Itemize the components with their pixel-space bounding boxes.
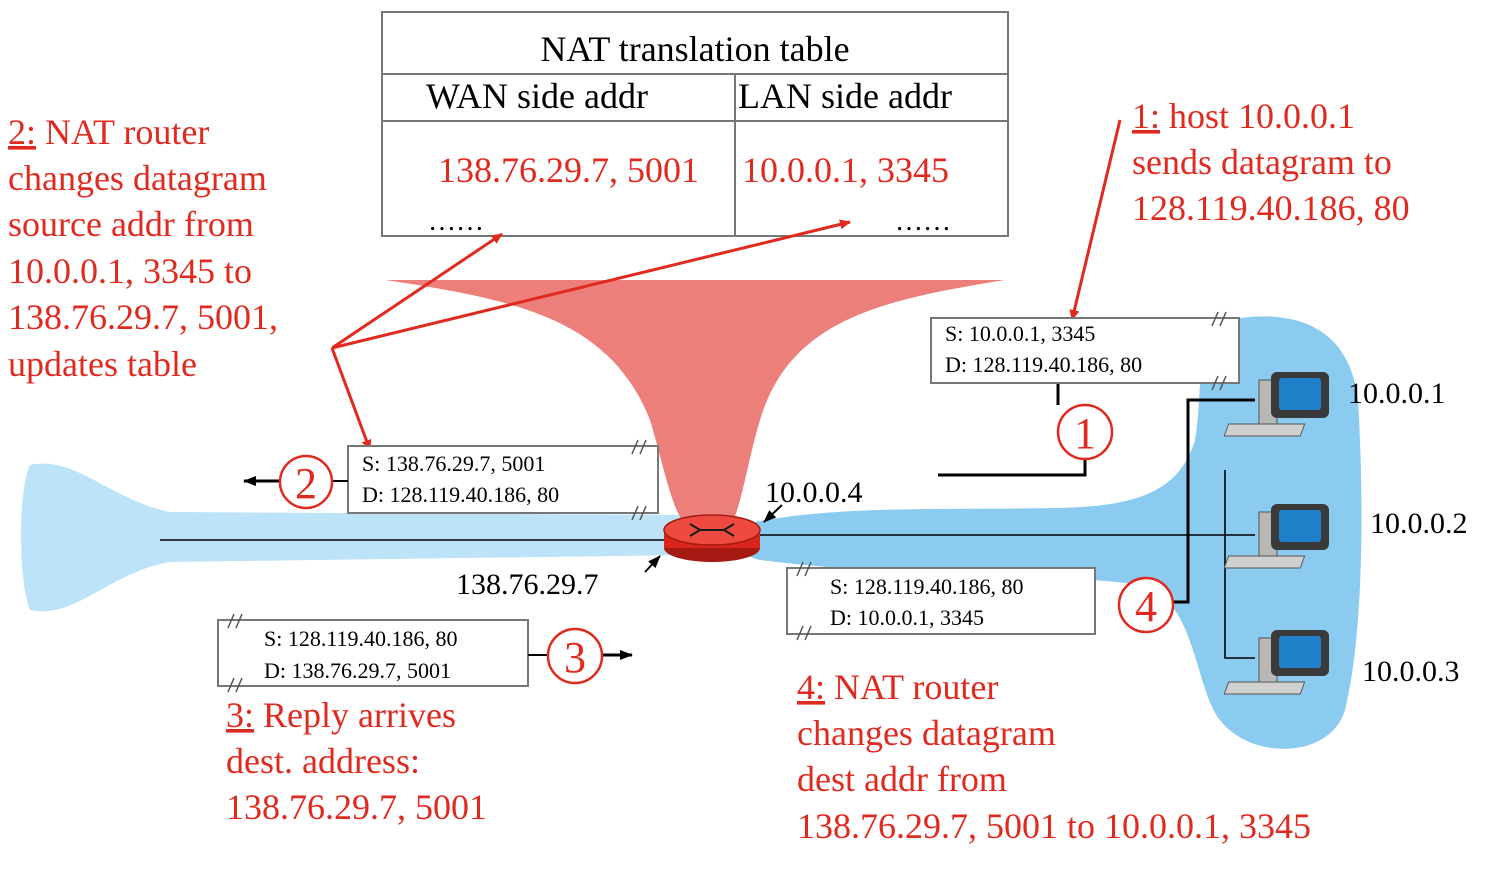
step3-number: 3: [226,695,254,735]
svg-text:4: NAT router: 4: NAT router [797,667,998,707]
router-lan-address: 10.0.0.4 [765,476,863,509]
packet-3: S: 128.119.40.186, 80 D: 138.76.29.7, 50… [217,613,529,693]
svg-text:dest. address:: dest. address: [226,741,420,781]
packet-4-dest: D: 10.0.0.1, 3345 [830,605,984,630]
packet-1-source: S: 10.0.0.1, 3345 [945,321,1095,346]
packet-4-source: S: 128.119.40.186, 80 [830,574,1024,599]
svg-text:1: host 10.0.0.1: 1: host 10.0.0.1 [1132,96,1355,136]
packet-4: S: 128.119.40.186, 80 D: 10.0.0.1, 3345 [786,561,1096,641]
table-row-lan: 10.0.0.1, 3345 [742,150,949,190]
svg-text:2: 2 [295,459,317,508]
table-title: NAT translation table [540,29,849,69]
svg-text:sends datagram to: sends datagram to [1132,142,1392,182]
packet-2-dest: D: 128.119.40.186, 80 [362,482,559,507]
svg-text:138.76.29.7, 5001 to 10.0.0.1,: 138.76.29.7, 5001 to 10.0.0.1, 3345 [797,806,1311,846]
packet-2-source: S: 138.76.29.7, 5001 [362,451,545,476]
svg-text:3: 3 [564,633,586,682]
host1-address: 10.0.0.1 [1348,377,1446,410]
step2-arrows [330,219,851,451]
svg-text:4: 4 [1135,582,1157,631]
host-computer-icon [1223,504,1329,569]
step2-number: 2: [8,112,36,152]
step1-number: 1: [1132,96,1160,136]
svg-text:10.0.0.1, 3345 to: 10.0.0.1, 3345 to [8,251,252,291]
table-ellipsis-lan: …… [895,206,951,237]
svg-text:updates table: updates table [8,344,197,384]
router-icon [663,514,761,562]
svg-text:128.119.40.186, 80: 128.119.40.186, 80 [1132,188,1410,228]
step1-note: 1: host 10.0.0.1 sends datagram to 128.1… [1132,96,1410,228]
svg-text:138.76.29.7, 5001,: 138.76.29.7, 5001, [8,297,278,337]
lan-cloud [735,316,1362,749]
wan-cloud [21,463,690,612]
nat-translation-table: NAT translation table WAN side addr LAN … [381,11,1009,237]
step2-note: 2: NAT router changes datagram source ad… [8,112,278,384]
svg-text:changes datagram: changes datagram [8,158,267,198]
step1-arrow [1069,119,1122,321]
host3-address: 10.0.0.3 [1362,655,1460,688]
table-ellipsis-wan: …… [428,206,484,237]
router-lan-pointer [763,504,783,523]
nat-funnel [385,280,1005,530]
svg-text:dest addr from: dest addr from [797,759,1007,799]
svg-text:2: NAT router: 2: NAT router [8,112,209,152]
svg-text:1: 1 [1074,409,1096,458]
host-computer-icon [1223,372,1329,437]
packet-1-dest: D: 128.119.40.186, 80 [945,352,1142,377]
packet-3-dest: D: 138.76.29.7, 5001 [264,658,451,683]
packet-2: S: 138.76.29.7, 5001 D: 128.119.40.186, … [347,439,659,521]
packet-1: S: 10.0.0.1, 3345 D: 128.119.40.186, 80 [930,311,1240,391]
step-circle-3: 3 [546,627,604,685]
table-row-wan: 138.76.29.7, 5001 [438,150,699,190]
step-circle-1: 1 [1056,403,1114,461]
svg-text:source addr from: source addr from [8,204,254,244]
lan-link-host3 [1224,470,1255,659]
step3-note: 3: Reply arrives dest. address: 138.76.2… [226,695,487,827]
svg-text:changes datagram: changes datagram [797,713,1056,753]
router-wan-address: 138.76.29.7 [456,568,599,601]
svg-text:138.76.29.7, 5001: 138.76.29.7, 5001 [226,787,487,827]
step-circle-4: 4 [1117,576,1175,634]
table-col-lan: LAN side addr [738,76,952,116]
table-col-wan: WAN side addr [426,76,648,116]
host-computer-icon [1223,630,1329,695]
packet-3-source: S: 128.119.40.186, 80 [264,626,458,651]
step4-number: 4: [797,667,825,707]
step-circle-2: 2 [278,454,334,510]
router-wan-pointer [644,555,661,573]
step4-note: 4: NAT router changes datagram dest addr… [797,667,1311,846]
host1-uplink [938,458,1087,477]
host2-address: 10.0.0.2 [1370,507,1468,540]
svg-text:3: Reply arrives: 3: Reply arrives [226,695,456,735]
